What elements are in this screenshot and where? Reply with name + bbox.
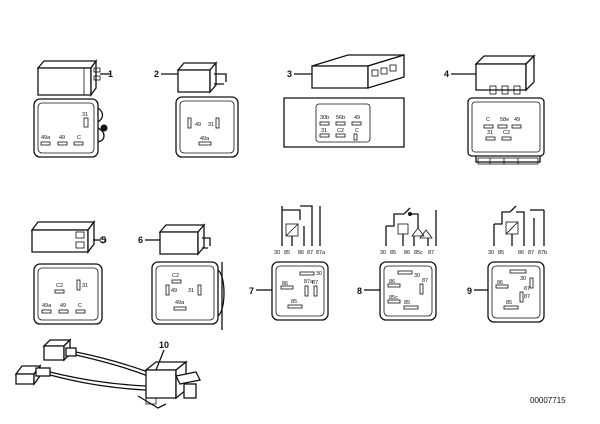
pin-label-5-49: 49 bbox=[60, 303, 66, 309]
relay-8: 30 85 86 85c 87 8 30 86 87 85c 85 bbox=[357, 207, 437, 321]
pin-label-8b-87: 87 bbox=[422, 278, 428, 284]
pin-label-4-49: 49 bbox=[514, 117, 520, 123]
pin-label-8b-30: 30 bbox=[414, 273, 420, 279]
pin-label-5-31: 31 bbox=[82, 283, 88, 289]
pin-label-1-31: 31 bbox=[82, 112, 88, 118]
pin-label-9-85: 85 bbox=[498, 250, 504, 256]
pin-label-3-31: 31 bbox=[321, 128, 327, 134]
pin-label-5-c: C bbox=[78, 303, 82, 309]
pin-label-7b-87: 87 bbox=[312, 280, 318, 286]
pin-label-4-c2: C2 bbox=[503, 130, 510, 136]
pin-label-7b-30: 30 bbox=[316, 271, 322, 277]
pin-label-6-31: 31 bbox=[188, 288, 194, 294]
pin-label-7b-85: 85 bbox=[291, 299, 297, 305]
pin-label-7-87a: 87a bbox=[316, 250, 326, 256]
pin-label-4-58e: 58e bbox=[500, 117, 509, 123]
pin-label-7-85: 85 bbox=[284, 250, 290, 256]
callout-6: 6 bbox=[138, 235, 143, 245]
relay-2: 2 49 31 49a bbox=[154, 61, 239, 158]
relay-3: 3 30b 56b 49 31 C2 C bbox=[283, 54, 405, 148]
pin-label-8b-85c: 85c bbox=[389, 295, 398, 301]
pin-label-2-31: 31 bbox=[208, 122, 214, 128]
pin-label-6-c2: C2 bbox=[172, 273, 179, 279]
pin-label-8b-85: 85 bbox=[404, 300, 410, 306]
callout-2: 2 bbox=[154, 69, 159, 79]
callout-9: 9 bbox=[467, 286, 472, 296]
pin-label-7b-86: 86 bbox=[282, 281, 288, 287]
callout-8: 8 bbox=[357, 286, 362, 296]
pin-label-9b-85: 85 bbox=[506, 300, 512, 306]
pin-label-9-87: 87 bbox=[528, 250, 534, 256]
pin-label-9b-87-2: 87 bbox=[524, 294, 530, 300]
pin-label-4-c: C bbox=[486, 117, 490, 123]
pin-label-6-49a: 49a bbox=[175, 300, 185, 306]
callout-7: 7 bbox=[249, 286, 254, 296]
pin-label-1-c: C bbox=[77, 135, 81, 141]
pin-label-9b-86: 86 bbox=[497, 280, 503, 286]
pin-label-8-30: 30 bbox=[380, 250, 386, 256]
pin-label-9b-30: 30 bbox=[520, 276, 526, 282]
pin-label-2-49: 49 bbox=[195, 122, 201, 128]
pin-label-7-86: 86 bbox=[298, 250, 304, 256]
pin-label-2-49a: 49a bbox=[200, 136, 210, 142]
relay-5: 5 C2 31 49a 49 C bbox=[30, 220, 107, 325]
pin-label-1-49a: 49a bbox=[41, 135, 51, 141]
pin-label-9-86: 86 bbox=[518, 250, 524, 256]
callout-1: 1 bbox=[108, 69, 113, 79]
pin-label-7-30: 30 bbox=[274, 250, 280, 256]
relay-9: 30 85 86 87 87b 9 30 87 86 87 85 bbox=[467, 205, 547, 323]
pin-label-9b-87: 87 bbox=[524, 286, 530, 292]
pin-label-3-49: 49 bbox=[354, 115, 360, 121]
pin-label-1-49: 49 bbox=[59, 135, 65, 141]
pin-label-3-30b: 30b bbox=[320, 115, 329, 121]
relay-1: 1 31 49a 49 C bbox=[33, 58, 113, 158]
pin-label-3-56b: 56b bbox=[336, 115, 345, 121]
relay-4: 4 C 58e 49 31 C2 bbox=[444, 54, 545, 165]
pin-label-3-c2: C2 bbox=[337, 128, 344, 134]
pin-label-8-86: 86 bbox=[404, 250, 410, 256]
callout-3: 3 bbox=[287, 69, 292, 79]
callout-5: 5 bbox=[101, 235, 106, 245]
callout-10: 10 bbox=[159, 340, 169, 350]
pin-label-7b-87a: 87a bbox=[304, 279, 314, 285]
pin-label-8-85c: 85c bbox=[414, 250, 423, 256]
pin-label-3-c: C bbox=[355, 128, 359, 134]
relay-6: 6 C2 49 31 49a bbox=[138, 223, 225, 330]
pin-label-6-49: 49 bbox=[171, 288, 177, 294]
pin-label-9-30: 30 bbox=[488, 250, 494, 256]
pin-label-8-85: 85 bbox=[390, 250, 396, 256]
callout-4: 4 bbox=[444, 69, 449, 79]
relay-7: 30 85 86 87 87a 7 30 87a 86 87 85 bbox=[249, 205, 329, 321]
wiring-harness-10: 10 bbox=[14, 338, 201, 409]
pin-label-4-31: 31 bbox=[487, 130, 493, 136]
pin-label-8-87: 87 bbox=[428, 250, 434, 256]
pin-label-5-49a: 49a bbox=[42, 303, 52, 309]
document-number: 00007715 bbox=[530, 396, 566, 405]
pin-label-5-c2: C2 bbox=[56, 283, 63, 289]
pin-label-9-87b: 87b bbox=[538, 250, 547, 256]
pin-label-7-87: 87 bbox=[307, 250, 313, 256]
pin-label-8b-86: 86 bbox=[389, 279, 395, 285]
